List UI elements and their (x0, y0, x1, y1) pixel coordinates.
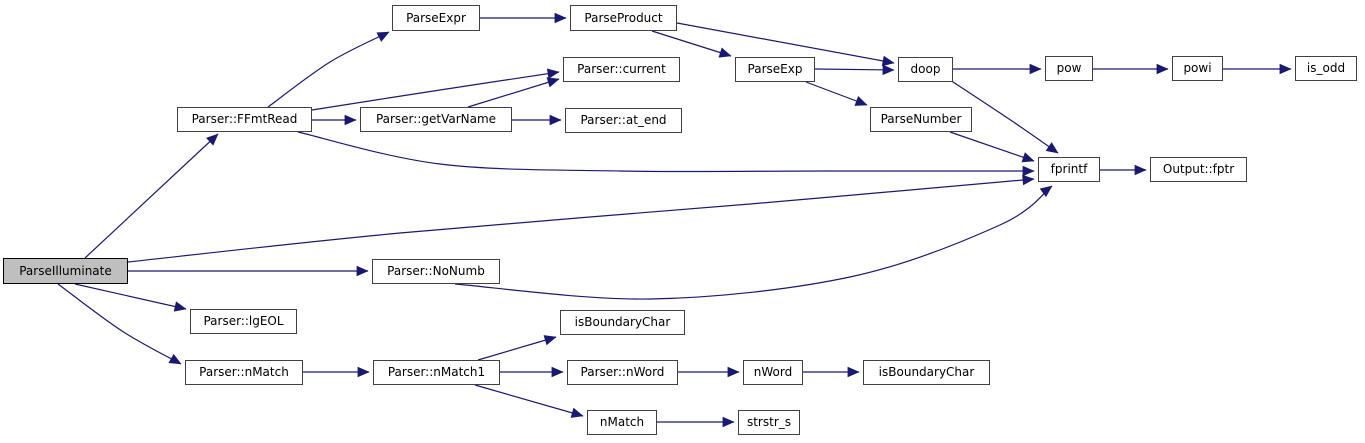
node-noNumb[interactable]: Parser::NoNumb (372, 259, 500, 284)
edge-nMatch1-to-nMatchF (474, 384, 584, 418)
node-nMatchF[interactable]: nMatch (587, 410, 657, 435)
node-isBoundary2[interactable]: isBoundaryChar (863, 360, 990, 385)
node-parseNumber[interactable]: ParseNumber (870, 107, 972, 132)
node-fprintf[interactable]: fprintf (1038, 157, 1100, 182)
edge-group (57, 12, 1292, 428)
node-strstrS[interactable]: strstr_s (738, 410, 800, 435)
edge-getVarName-to-current (467, 77, 560, 108)
node-powi[interactable]: powi (1172, 56, 1223, 81)
node-getVarName[interactable]: Parser::getVarName (360, 107, 512, 132)
edge-nMatch1-to-isBoundary1 (477, 335, 557, 361)
node-isOdd[interactable]: is_odd (1295, 56, 1357, 81)
node-pow[interactable]: pow (1045, 56, 1093, 81)
edge-parseProduct-to-parseExp (651, 30, 732, 58)
edge-doop-to-fprintf (949, 79, 1059, 154)
edge-parseIlluminate-to-nMatchP (57, 283, 182, 365)
edge-noNumb-to-fprintf (454, 185, 1053, 300)
node-lgEOL[interactable]: Parser::lgEOL (190, 309, 297, 334)
node-outputFptr[interactable]: Output::fptr (1150, 157, 1247, 182)
edge-parseIlluminate-to-lgEOL (74, 283, 187, 312)
node-isBoundary1[interactable]: isBoundaryChar (560, 310, 685, 335)
node-current[interactable]: Parser::current (563, 57, 680, 82)
edge-parseIlluminate-to-fprintf (127, 174, 1035, 263)
edge-parseNumber-to-fprintf (949, 131, 1035, 163)
edge-ffmtRead-to-current (311, 68, 560, 111)
node-nWordP[interactable]: Parser::nWord (567, 360, 678, 385)
node-nMatchP[interactable]: Parser::nMatch (185, 360, 303, 385)
node-doop[interactable]: doop (898, 57, 953, 82)
node-parseExpr[interactable]: ParseExpr (392, 5, 480, 31)
edge-parseProduct-to-doop (676, 22, 895, 67)
node-atEnd[interactable]: Parser::at_end (565, 108, 682, 133)
edge-ffmtRead-to-fprintf (297, 131, 1035, 177)
node-parseExp[interactable]: ParseExp (735, 57, 815, 82)
edge-parseIlluminate-to-ffmtRead (84, 133, 219, 259)
node-ffmtRead[interactable]: Parser::FFmtRead (177, 107, 312, 132)
node-nWord[interactable]: nWord (743, 360, 803, 385)
edge-ffmtRead-to-parseExpr (267, 31, 390, 108)
edge-parseExp-to-doop (814, 64, 895, 76)
node-parseProduct[interactable]: ParseProduct (570, 5, 677, 31)
node-nMatch1[interactable]: Parser::nMatch1 (373, 360, 500, 385)
node-parseIlluminate[interactable]: ParseIlluminate (3, 258, 128, 284)
edge-parseExp-to-parseNumber (805, 81, 868, 106)
